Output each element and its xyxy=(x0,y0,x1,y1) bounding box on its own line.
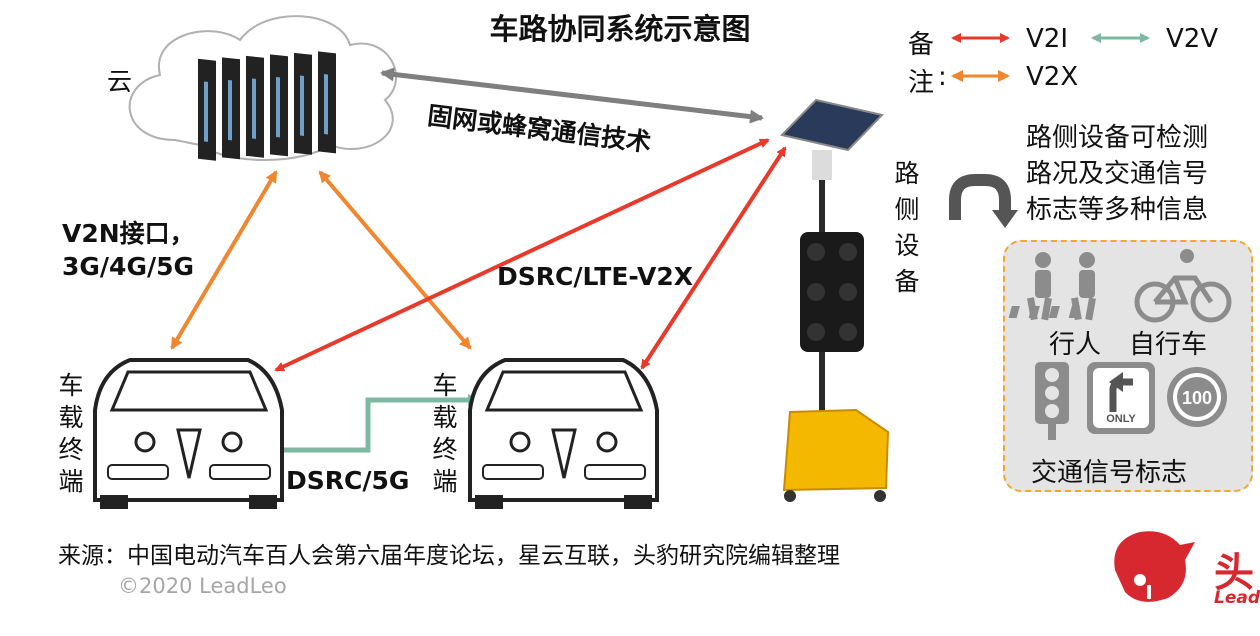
roadside-unit xyxy=(780,98,890,502)
diagram-title: 车路协同系统示意图 xyxy=(489,12,751,46)
v2n-label-line2: 3G/4G/5G xyxy=(62,252,195,281)
speed-limit-sign-icon: 100 xyxy=(1167,367,1227,427)
leadleo-logo-icon xyxy=(1114,531,1195,602)
vehicle-right-label: 车载终端 xyxy=(432,371,458,496)
dsrc-lte-label: DSRC/LTE-V2X xyxy=(497,262,693,291)
v2i-arrow-right-car xyxy=(640,146,787,370)
v2n-label-line1: V2N接口， xyxy=(62,219,195,248)
uturn-arrow-icon xyxy=(949,174,1018,228)
turn-only-sign-icon: ONLY xyxy=(1087,362,1155,434)
traffic-light-icon xyxy=(1035,362,1069,440)
legend-header-top: 备 xyxy=(908,30,935,60)
logo-text: 头 xyxy=(1214,550,1254,596)
legend-v2x-label: V2X xyxy=(1026,62,1079,92)
svg-text:100: 100 xyxy=(1182,388,1212,408)
network-arrow xyxy=(380,67,764,124)
legend-header-bottom: 注 xyxy=(908,68,935,98)
vehicle-right xyxy=(468,358,659,509)
v2v-arrow xyxy=(268,394,480,456)
vehicle-left xyxy=(93,358,284,509)
traffic-signs-label: 交通信号标志 xyxy=(1031,458,1188,488)
legend-colon: : xyxy=(938,62,947,92)
legend-v2v-label: V2V xyxy=(1166,24,1219,54)
roadside-label: 路侧设备 xyxy=(894,159,920,296)
cloud-label: 云 xyxy=(107,67,133,96)
logo-subtext: Lead xyxy=(1214,588,1260,608)
pedestrian-label: 行人 xyxy=(1049,330,1102,360)
v2i-arrow-left-car xyxy=(274,138,770,372)
v2n-arrow-right xyxy=(318,170,472,350)
svg-text:ONLY: ONLY xyxy=(1106,413,1136,425)
dsrc-5g-label: DSRC/5G xyxy=(286,466,410,495)
vehicle-left-label: 车载终端 xyxy=(58,371,84,496)
pedestrian-icon xyxy=(1008,252,1096,321)
bicycle-icon xyxy=(1134,249,1232,323)
copyright-text: ©2020 LeadLeo xyxy=(118,574,287,598)
source-text: 来源：中国电动汽车百人会第六届年度论坛，星云互联，头豹研究院编辑整理 xyxy=(58,543,840,569)
server-rack-icon xyxy=(198,51,336,161)
legend-v2i-label: V2I xyxy=(1026,24,1068,54)
roadside-note: 路侧设备可检测 路况及交通信号 标志等多种信息 xyxy=(1026,123,1209,225)
v2n-arrow-left xyxy=(170,170,278,350)
bicycle-label: 自行车 xyxy=(1129,330,1208,360)
roadside-info-panel: ONLY 100 行人 自行车 交通信号标志 xyxy=(1003,240,1253,492)
